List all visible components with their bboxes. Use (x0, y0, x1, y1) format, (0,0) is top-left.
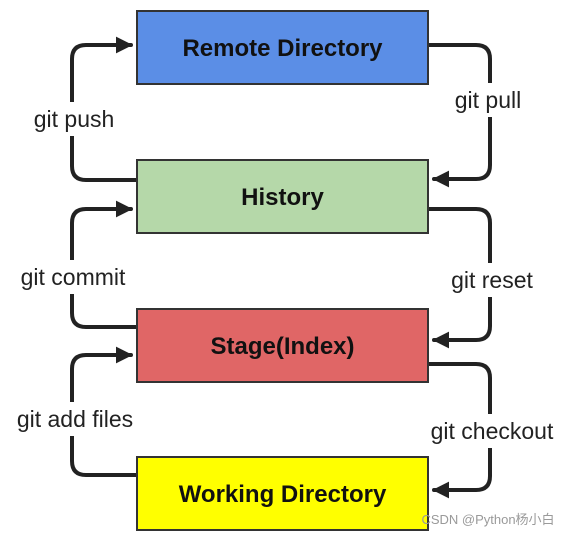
working-directory-label: Working Directory (179, 481, 387, 508)
remote-directory-box: Remote Directory (136, 10, 429, 85)
csdn-watermark: CSDN @Python杨小白 (421, 512, 554, 527)
git-pull-label: git pull (455, 87, 521, 113)
history-label: History (241, 184, 324, 211)
git-checkout-label: git checkout (431, 418, 554, 444)
history-box: History (136, 159, 429, 234)
working-directory-box: Working Directory (136, 456, 429, 531)
stage-index-label: Stage(Index) (210, 333, 354, 360)
git-commit-label: git commit (21, 264, 126, 290)
stage-index-box: Stage(Index) (136, 308, 429, 383)
git-add-files-label: git add files (17, 406, 133, 432)
git-reset-label: git reset (451, 267, 533, 293)
label-backgrounds (2, 83, 570, 448)
remote-directory-label: Remote Directory (182, 35, 383, 62)
git-push-label: git push (34, 106, 115, 132)
